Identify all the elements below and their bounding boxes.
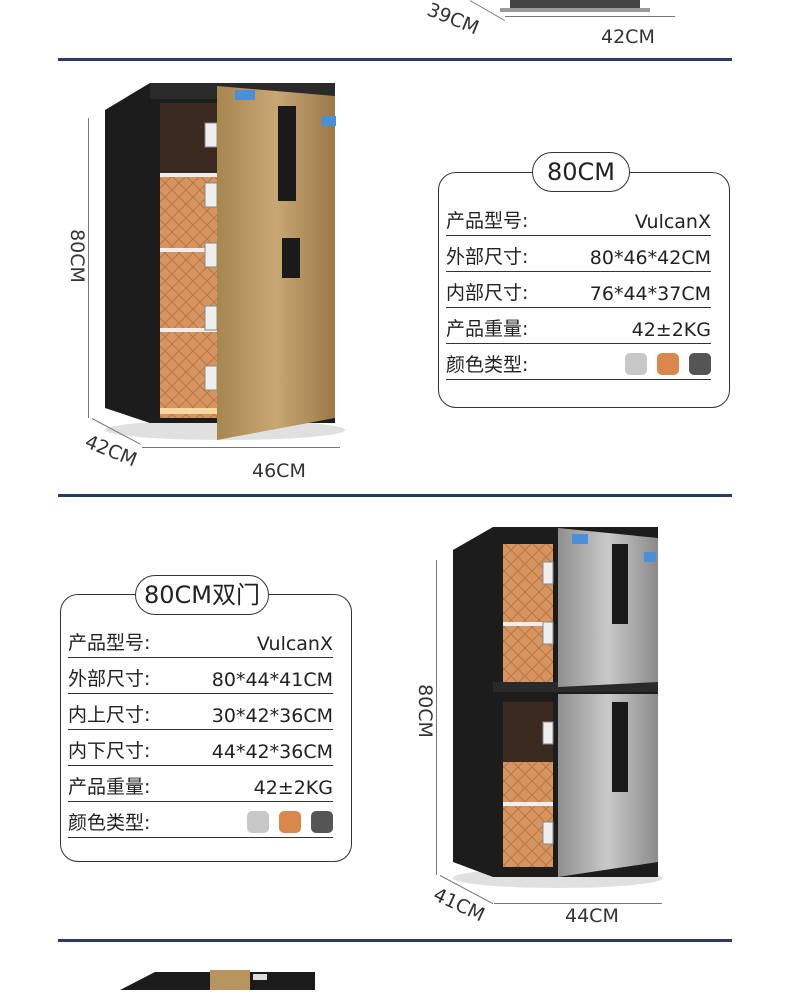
safe2-spec-title: 80CM双门 — [135, 575, 269, 615]
spec-label: 内上尺寸: — [68, 704, 151, 726]
color-swatches — [625, 353, 711, 375]
divider-3 — [58, 939, 732, 942]
safe1-image — [95, 78, 355, 448]
safe2-width-line — [494, 903, 662, 904]
color-swatch-gold[interactable] — [657, 353, 679, 375]
safe1-height-line — [88, 118, 89, 418]
safe2-height-label: 80CM — [413, 684, 436, 738]
safe2-spec-row: 内下尺寸: 44*42*36CM — [68, 730, 333, 766]
spec-label: 外部尺寸: — [68, 668, 151, 690]
top-safe-image — [440, 0, 700, 20]
safe2-spec-row: 内上尺寸: 30*42*36CM — [68, 694, 333, 730]
color-swatch-gold[interactable] — [279, 811, 301, 833]
safe1-spec-row: 产品型号: VulcanX — [446, 200, 711, 236]
safe1-height-label: 80CM — [65, 229, 88, 283]
spec-label: 产品型号: — [446, 210, 529, 232]
spec-value: 76*44*37CM — [589, 283, 711, 305]
safe-base-illustration — [500, 0, 650, 12]
safe-top-illustration — [120, 970, 315, 990]
safe1-spec-title: 80CM — [532, 152, 630, 192]
spec-value: 42±2KG — [253, 777, 333, 799]
spec-value: 42±2KG — [631, 319, 711, 341]
top-width-line — [505, 16, 675, 17]
safe2-color-row: 颜色类型: — [68, 802, 333, 838]
color-label: 颜色类型: — [68, 812, 151, 834]
safe1-width-label: 46CM — [252, 460, 306, 482]
divider-1 — [58, 58, 732, 61]
color-swatches — [247, 811, 333, 833]
divider-2 — [58, 494, 732, 497]
spec-label: 产品重量: — [446, 318, 529, 340]
spec-label: 内下尺寸: — [68, 740, 151, 762]
safe2-spec-row: 产品型号: VulcanX — [68, 622, 333, 658]
safe1-spec-card — [438, 172, 730, 408]
safe1-color-row: 颜色类型: — [446, 344, 711, 380]
spec-label: 产品重量: — [68, 776, 151, 798]
safe2-illustration — [453, 527, 663, 888]
safe2-spec-card — [60, 594, 352, 862]
safe2-width-label: 44CM — [565, 905, 619, 927]
top-width-label: 42CM — [601, 26, 655, 48]
safe2-height-line — [436, 560, 437, 875]
spec-value: VulcanX — [256, 633, 333, 655]
safe1-spec-row: 外部尺寸: 80*46*42CM — [446, 236, 711, 272]
safe1-width-line — [142, 447, 340, 448]
safe2-spec-row: 产品重量: 42±2KG — [68, 766, 333, 802]
spec-label: 外部尺寸: — [446, 246, 529, 268]
safe1-illustration — [105, 83, 345, 440]
spec-value: 80*46*42CM — [589, 247, 711, 269]
spec-value: 44*42*36CM — [211, 741, 333, 763]
safe2-spec-row: 外部尺寸: 80*44*41CM — [68, 658, 333, 694]
bottom-safe-image — [115, 966, 325, 990]
safe1-spec-row: 产品重量: 42±2KG — [446, 308, 711, 344]
color-swatch-gray[interactable] — [689, 353, 711, 375]
color-swatch-gray[interactable] — [311, 811, 333, 833]
safe1-spec-row: 内部尺寸: 76*44*37CM — [446, 272, 711, 308]
spec-value: 80*44*41CM — [211, 669, 333, 691]
spec-value: VulcanX — [634, 211, 711, 233]
spec-label: 内部尺寸: — [446, 282, 529, 304]
color-label: 颜色类型: — [446, 354, 529, 376]
color-swatch-silver[interactable] — [247, 811, 269, 833]
color-swatch-silver[interactable] — [625, 353, 647, 375]
spec-label: 产品型号: — [68, 632, 151, 654]
spec-value: 30*42*36CM — [211, 705, 333, 727]
safe2-image — [448, 522, 668, 892]
